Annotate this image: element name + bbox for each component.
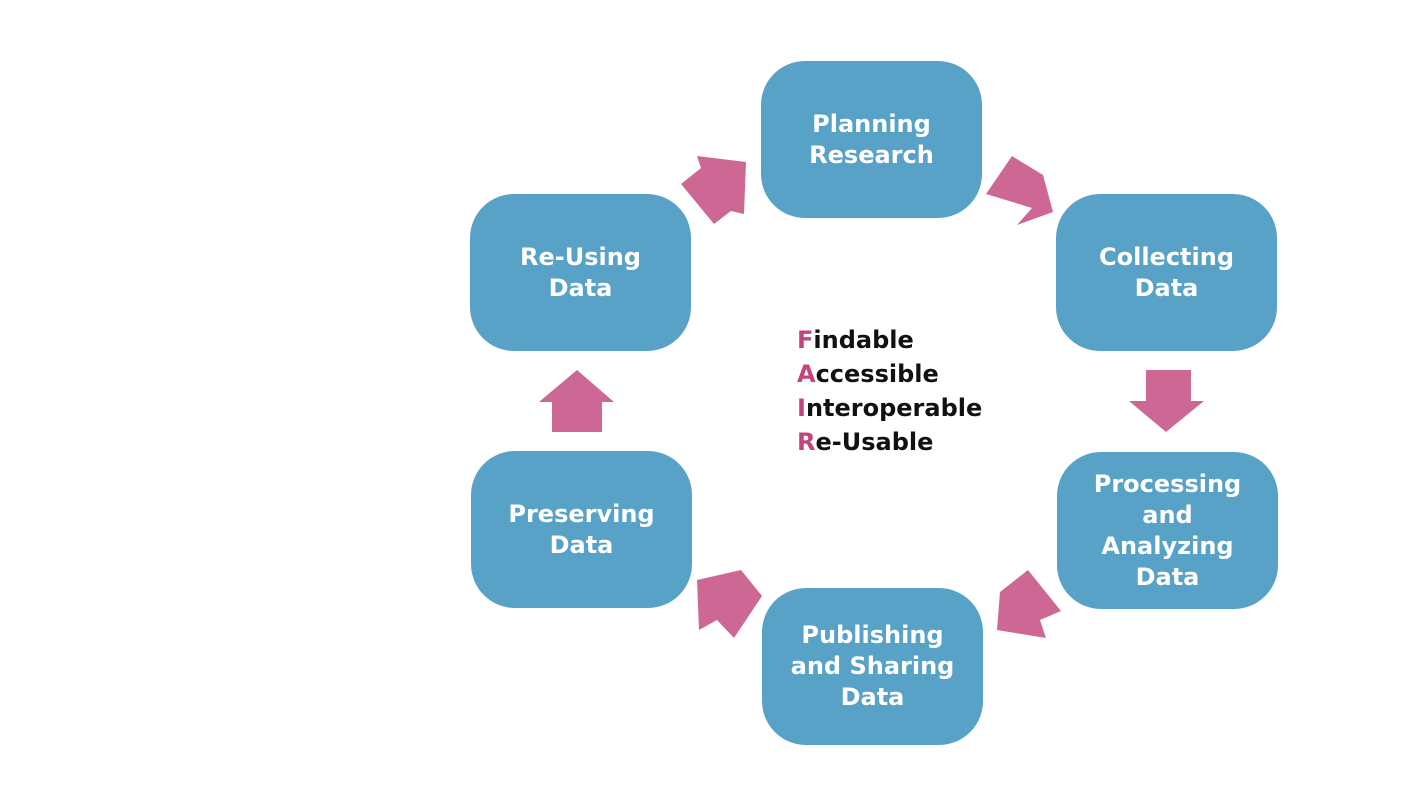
fair-rest: e-Usable — [815, 428, 934, 456]
arrow-reusing-to-planning — [681, 156, 746, 224]
fair-interoperable: Interoperable — [797, 391, 1027, 425]
stage-label: Processing and Analyzing Data — [1093, 469, 1242, 591]
fair-accessible: Accessible — [797, 357, 1027, 391]
stage-re-using-data: Re-Using Data — [470, 194, 691, 351]
arrow-preserving-to-reusing — [539, 370, 614, 432]
stage-label: Collecting Data — [1098, 242, 1235, 302]
fair-initial: I — [797, 394, 806, 422]
arrow-planning-to-collecting — [986, 156, 1053, 225]
stage-label: Publishing and Sharing Data — [790, 621, 955, 711]
fair-initial: F — [797, 326, 814, 354]
fair-findable: Findable — [797, 323, 1027, 357]
stage-label: Re-Using Data — [520, 242, 641, 302]
arrow-collecting-to-processing — [1129, 370, 1204, 432]
fair-re-usable: Re-Usable — [797, 425, 1027, 459]
fair-rest: nteroperable — [805, 394, 983, 422]
fair-initial: R — [797, 428, 816, 456]
stage-publishing-and-sharing-data: Publishing and Sharing Data — [762, 588, 983, 745]
fair-rest: ccessible — [815, 360, 939, 388]
stage-collecting-data: Collecting Data — [1056, 194, 1277, 351]
fair-principles-list: Findable Accessible Interoperable Re-Usa… — [797, 323, 1027, 459]
stage-processing-and-analyzing-data: Processing and Analyzing Data — [1057, 452, 1278, 609]
stage-preserving-data: Preserving Data — [471, 451, 692, 608]
arrow-processing-to-publishing — [997, 570, 1061, 638]
stage-planning-research: Planning Research — [761, 61, 982, 218]
fair-initial: A — [797, 360, 816, 388]
stage-label: Planning Research — [809, 109, 934, 169]
fair-rest: indable — [813, 326, 914, 354]
stage-label: Preserving Data — [508, 499, 655, 559]
arrow-publishing-to-preserving — [697, 570, 762, 638]
